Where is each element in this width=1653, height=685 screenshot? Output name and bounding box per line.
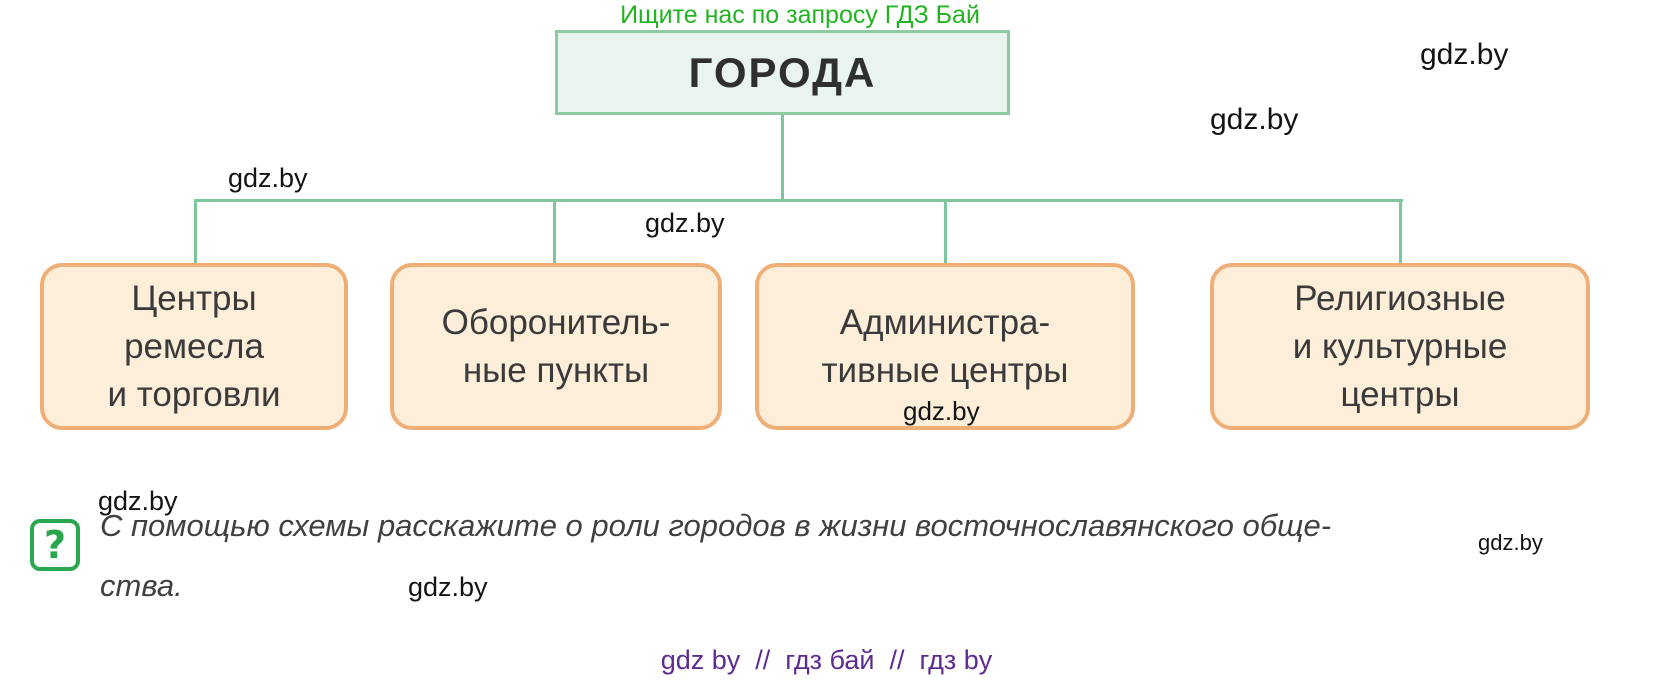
connector-trunk	[781, 113, 784, 202]
connector-drop-1	[194, 199, 197, 265]
watermark: gdz.by	[1478, 530, 1543, 555]
watermark: gdz.by	[1420, 38, 1509, 71]
root-node-label: ГОРОДА	[688, 48, 877, 96]
node-defensive-points: Оборонитель- ные пункты	[390, 263, 722, 430]
connector-drop-3	[944, 199, 947, 265]
node-label: Религиозные и культурные центры	[1292, 278, 1508, 414]
connector-horizontal-bar	[194, 199, 1403, 202]
node-label: Оборонитель- ные пункты	[441, 302, 671, 390]
connector-drop-4	[1399, 199, 1402, 265]
node-administrative-centers: Администра- тивные центры	[755, 263, 1135, 430]
watermark: gdz.by	[228, 163, 308, 193]
watermark: gdz.by	[1210, 103, 1299, 136]
watermark: gdz.by	[645, 208, 725, 238]
watermark: gdz.by	[98, 486, 178, 516]
watermark: gdz.by	[903, 396, 980, 426]
footer-watermark-line: gdz by // гдз бай // гдз by	[660, 645, 993, 675]
question-mark-glyph: ?	[43, 523, 67, 567]
node-religious-cultural-centers: Религиозные и культурные центры	[1210, 263, 1590, 430]
node-label: Администра- тивные центры	[821, 302, 1069, 390]
search-hint-text: Ищите нас по запросу ГДЗ Бай	[620, 1, 980, 29]
question-mark-icon: ?	[30, 519, 80, 571]
node-label: Центры ремесла и торговли	[107, 278, 281, 414]
root-node-cities: ГОРОДА	[555, 30, 1010, 115]
node-craft-trade-centers: Центры ремесла и торговли	[40, 263, 348, 430]
connector-drop-2	[553, 199, 556, 265]
question-text: С помощью схемы расскажите о роли городо…	[100, 508, 1332, 603]
watermark: gdz.by	[408, 572, 488, 602]
